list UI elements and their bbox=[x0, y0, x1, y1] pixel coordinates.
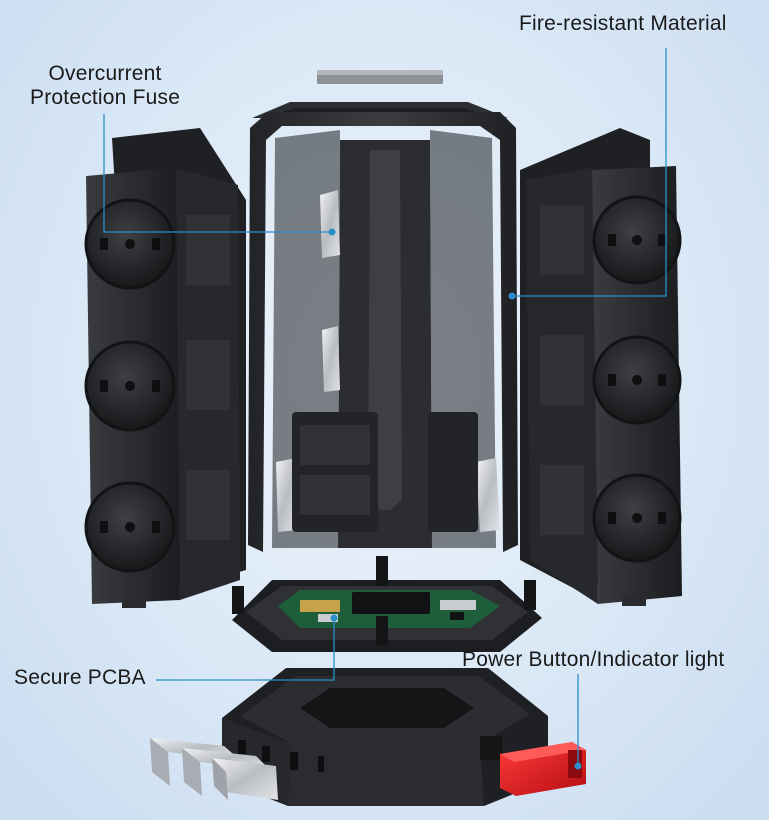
secure-pcba-label: Secure PCBA bbox=[14, 666, 146, 689]
schuko-socket-icon bbox=[592, 195, 682, 285]
schuko-socket-icon bbox=[592, 335, 682, 425]
top-cap bbox=[252, 70, 508, 118]
fuse-leader bbox=[103, 114, 332, 233]
fuse-label-line2: Protection Fuse bbox=[30, 86, 181, 109]
base-housing bbox=[222, 668, 548, 806]
fire-resistant-material-label: Fire-resistant Material bbox=[519, 12, 727, 35]
right-sockets bbox=[592, 195, 682, 563]
fuse-label-line1: Overcurrent bbox=[48, 62, 162, 85]
pcba-leader bbox=[156, 618, 335, 681]
fire-resistant-leader bbox=[512, 48, 667, 297]
inner-modules bbox=[292, 412, 478, 532]
leader-lines bbox=[103, 48, 667, 766]
pcb-board bbox=[232, 556, 542, 652]
schuko-socket-icon bbox=[84, 198, 176, 290]
plug-contact-icon bbox=[150, 738, 278, 800]
pcb-icon bbox=[278, 590, 500, 628]
left-sockets bbox=[84, 198, 176, 573]
overcurrent-fuse-label: Overcurrent Protection Fuse bbox=[30, 62, 180, 110]
power-button-icon bbox=[500, 742, 586, 796]
power-button-label: Power Button/Indicator light bbox=[462, 648, 725, 671]
schuko-socket-icon bbox=[84, 481, 176, 573]
schuko-socket-icon bbox=[592, 473, 682, 563]
leader-dots bbox=[328, 228, 582, 770]
schuko-socket-icon bbox=[84, 340, 176, 432]
